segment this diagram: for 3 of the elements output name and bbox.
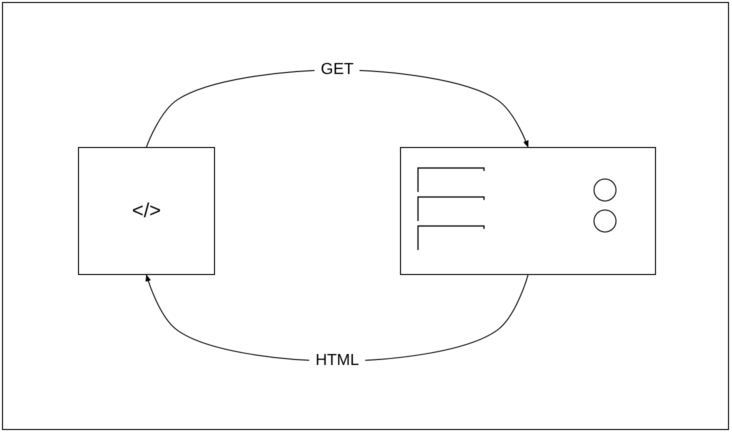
- code-box: [78, 147, 215, 275]
- code-symbol: </>: [132, 200, 161, 222]
- curved-arrow: [146, 70, 528, 148]
